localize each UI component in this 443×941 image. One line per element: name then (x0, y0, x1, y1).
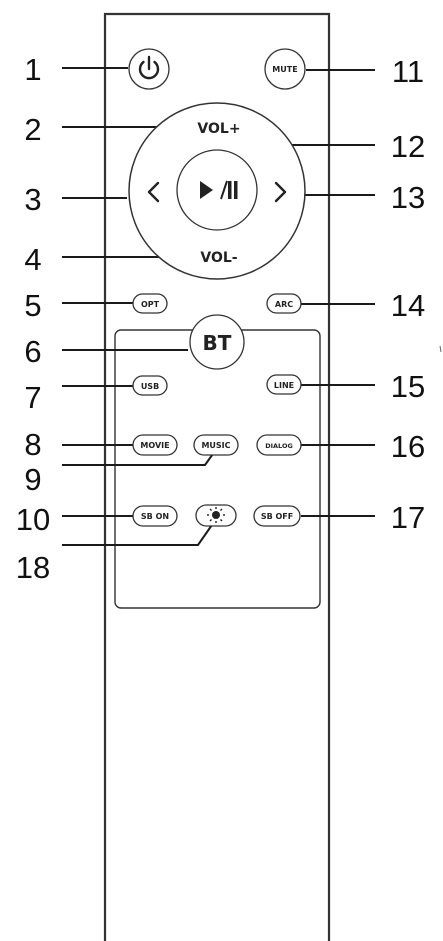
usb-label: USB (141, 382, 159, 391)
usb-button[interactable]: USB (132, 375, 168, 396)
sb-off-label: SB OFF (261, 512, 293, 521)
arc-label: ARC (275, 300, 293, 309)
music-button[interactable]: MUSIC (193, 434, 239, 456)
sb-off-button[interactable]: SB OFF (253, 505, 301, 527)
dialog-label: DIALOG (265, 442, 293, 450)
power-icon (138, 55, 160, 80)
callout-2: 2 (24, 112, 41, 147)
bt-label: BT (203, 331, 232, 355)
chevron-left-icon[interactable] (147, 181, 160, 203)
vol-down-label[interactable]: VOL- (200, 250, 237, 266)
callout-18: 18 (16, 550, 50, 585)
sb-on-label: SB ON (141, 512, 169, 521)
opt-button[interactable]: OPT (132, 293, 168, 314)
mute-label: MUTE (272, 65, 297, 74)
play-pause-button[interactable] (176, 149, 258, 231)
callout-8: 8 (24, 427, 41, 462)
callout-5: 5 (24, 288, 41, 323)
callout-10: 10 (16, 502, 50, 537)
callout-13: 13 (391, 180, 425, 215)
sb-on-button[interactable]: SB ON (132, 505, 178, 527)
callout-9: 9 (24, 462, 41, 497)
callout-6: 6 (24, 334, 41, 369)
music-label: MUSIC (201, 441, 230, 450)
callout-12: 12 (391, 129, 425, 164)
power-button[interactable] (128, 48, 170, 90)
dialog-button[interactable]: DIALOG (256, 434, 302, 456)
callout-17: 17 (391, 500, 425, 535)
arc-button[interactable]: ARC (266, 293, 302, 314)
bt-button[interactable]: BT (189, 314, 245, 370)
callout-7: 7 (24, 380, 41, 415)
movie-label: MOVIE (140, 441, 169, 450)
callout-1: 1 (24, 52, 41, 87)
play-pause-icon (200, 180, 238, 200)
callout-16: 16 (391, 429, 425, 464)
chevron-right-icon[interactable] (274, 181, 287, 203)
callout-4: 4 (24, 242, 41, 277)
edge-mark (439, 345, 442, 353)
vol-up-label[interactable]: VOL+ (197, 121, 240, 137)
callout-11: 11 (392, 54, 424, 89)
leader-18 (62, 521, 215, 546)
leader-9 (62, 450, 216, 466)
callout-14: 14 (391, 288, 425, 323)
light-bulb-icon (207, 507, 225, 523)
callout-15: 15 (391, 369, 425, 404)
light-button[interactable] (195, 504, 237, 527)
line-button[interactable]: LINE (266, 374, 302, 395)
line-label: LINE (274, 381, 294, 390)
mute-button[interactable]: MUTE (264, 48, 306, 90)
callout-3: 3 (24, 182, 41, 217)
opt-label: OPT (141, 300, 160, 309)
movie-button[interactable]: MOVIE (132, 434, 178, 456)
